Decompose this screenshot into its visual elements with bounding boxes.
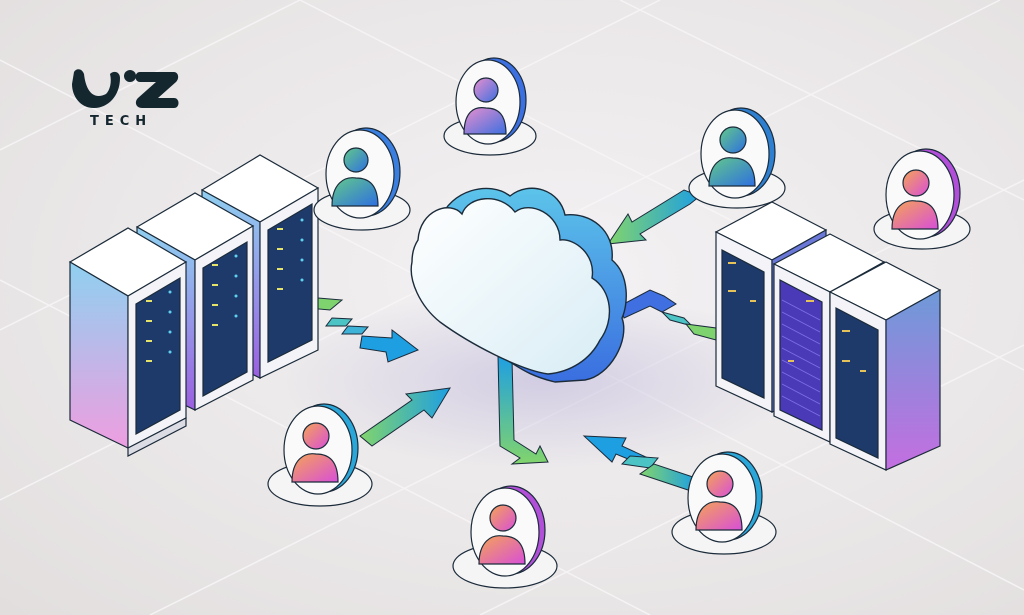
server-cluster-right [714,201,942,471]
user-node-bottom-right [671,451,777,555]
arrow-cloud-down [497,355,549,465]
server-leds-left-blue [168,218,304,354]
user-node-bottom-center [452,485,558,589]
server-leds-left [146,228,283,362]
server-leds-right [728,262,866,372]
arrow-user-to-cloud-top-right [606,189,701,245]
arrow-user-to-cloud-left [359,387,451,447]
cloud-icon [410,187,627,383]
user-node-top-right [688,107,786,209]
user-node-bottom-left [267,403,373,507]
user-node-top-center [443,57,537,156]
server-cluster-left [68,154,320,457]
arrow-cloud-to-right-servers [619,289,717,341]
brand-logo-subtitle: TECH [90,114,153,129]
brand-logo-mark [72,69,179,108]
user-node-far-right [873,148,971,250]
user-node-top-left [313,127,411,231]
server-stripes-right [781,299,821,417]
